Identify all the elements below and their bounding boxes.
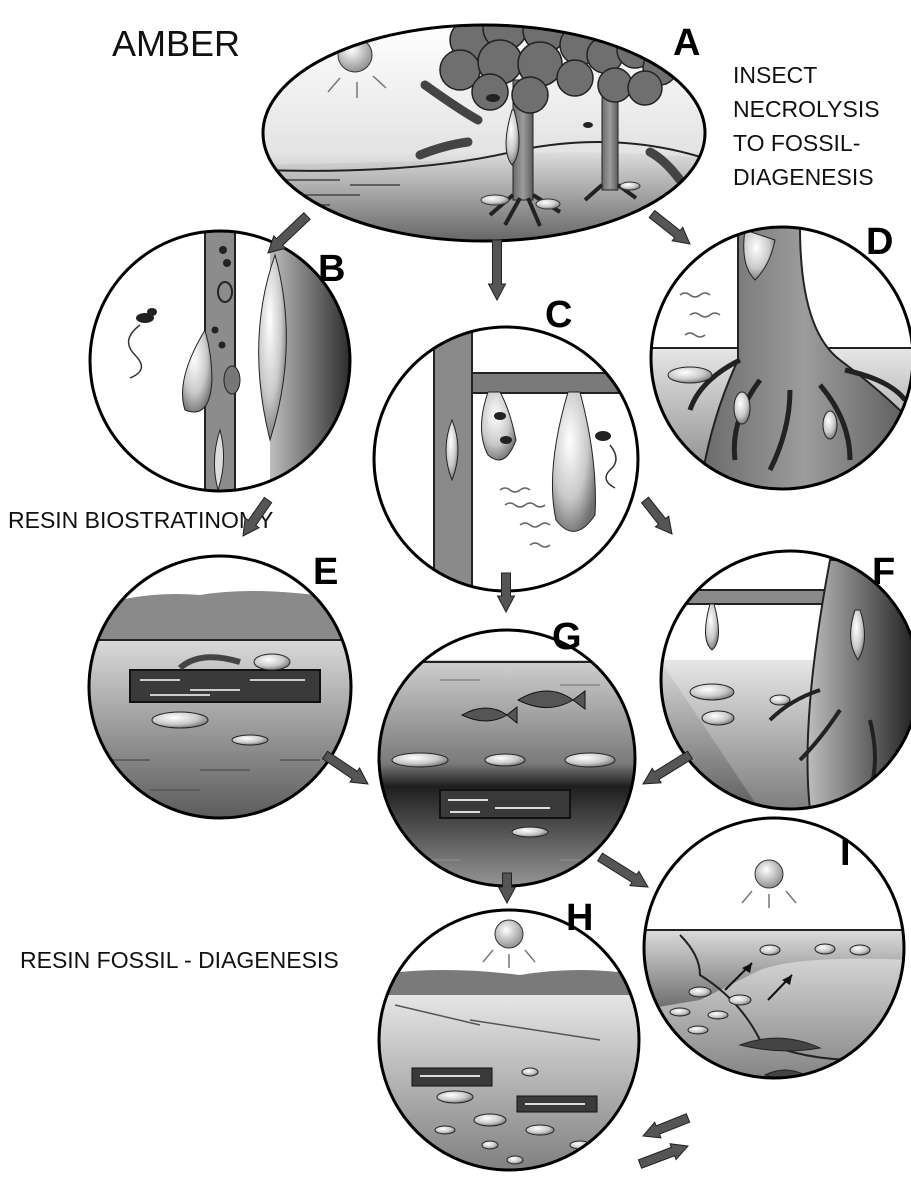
insect-necrolysis-label: INSECT NECROLYSIS TO FOSSIL- DIAGENESIS	[733, 62, 880, 190]
arrow-a-to-d	[649, 211, 690, 245]
arrow-c-to-f	[642, 497, 673, 534]
panel-c	[374, 320, 652, 610]
insect-label-line-1: INSECT	[733, 62, 817, 88]
insect-label-line-3: TO FOSSIL-	[733, 130, 860, 156]
panel-letter-h: H	[566, 897, 593, 939]
panel-i	[640, 818, 910, 1090]
biostratinomy-label: RESIN BIOSTRATINOMY	[8, 507, 273, 533]
arrow-i-to-h	[643, 1114, 690, 1138]
panel-h	[375, 910, 645, 1175]
arrow-g-to-i	[598, 853, 648, 887]
panel-a	[260, 6, 710, 250]
fossil-diagenesis-label: RESIN FOSSIL - DIAGENESIS	[20, 947, 339, 973]
insect-label-line-2: NECROLYSIS	[733, 96, 880, 122]
insect-label-line-4: DIAGENESIS	[733, 164, 874, 190]
panel-letter-a: A	[673, 22, 700, 64]
panel-letter-c: C	[545, 294, 572, 336]
arrow-a-to-b	[268, 213, 310, 253]
diagram-title: AMBER	[112, 23, 240, 64]
panel-letter-i: I	[840, 832, 851, 874]
arrow-f-to-g	[643, 751, 692, 784]
arrow-h-to-i	[638, 1144, 688, 1169]
arrow-a-to-c	[489, 240, 506, 300]
panel-letter-f: F	[872, 551, 895, 593]
panel-letter-e: E	[313, 551, 338, 593]
panel-letter-g: G	[552, 616, 582, 658]
panel-d	[650, 227, 911, 498]
panel-letter-b: B	[318, 248, 345, 290]
panel-g	[375, 630, 645, 890]
panel-e	[85, 556, 355, 820]
arrow-e-to-g	[323, 751, 369, 784]
panel-letter-d: D	[866, 221, 893, 263]
